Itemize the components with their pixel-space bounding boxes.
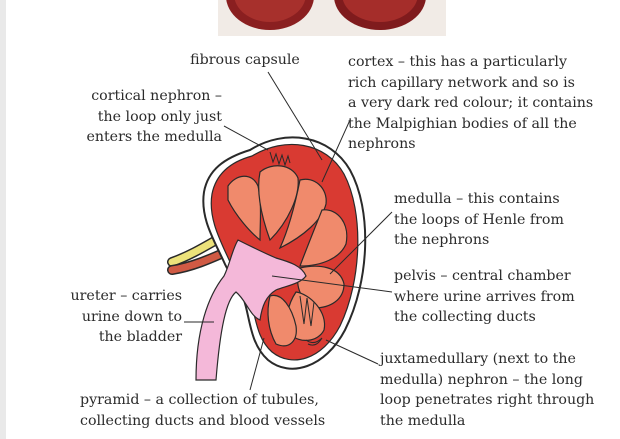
label-pelvis: pelvis – central chamber where urine arr… bbox=[394, 266, 594, 328]
cut-off-caption bbox=[60, 432, 620, 439]
label-cortex: cortex – this has a particularly rich ca… bbox=[348, 52, 598, 155]
label-ureter: ureter – carries urine down to the bladd… bbox=[50, 286, 182, 348]
label-cortical-nephron: cortical nephron – the loop only just en… bbox=[72, 86, 222, 148]
label-juxtamedullary-nephron: juxtamedullary (next to the medulla) nep… bbox=[380, 349, 610, 431]
label-medulla: medulla – this contains the loops of Hen… bbox=[394, 189, 594, 251]
label-fibrous-capsule: fibrous capsule bbox=[186, 50, 304, 71]
label-pyramid: pyramid – a collection of tubules, colle… bbox=[80, 390, 342, 431]
